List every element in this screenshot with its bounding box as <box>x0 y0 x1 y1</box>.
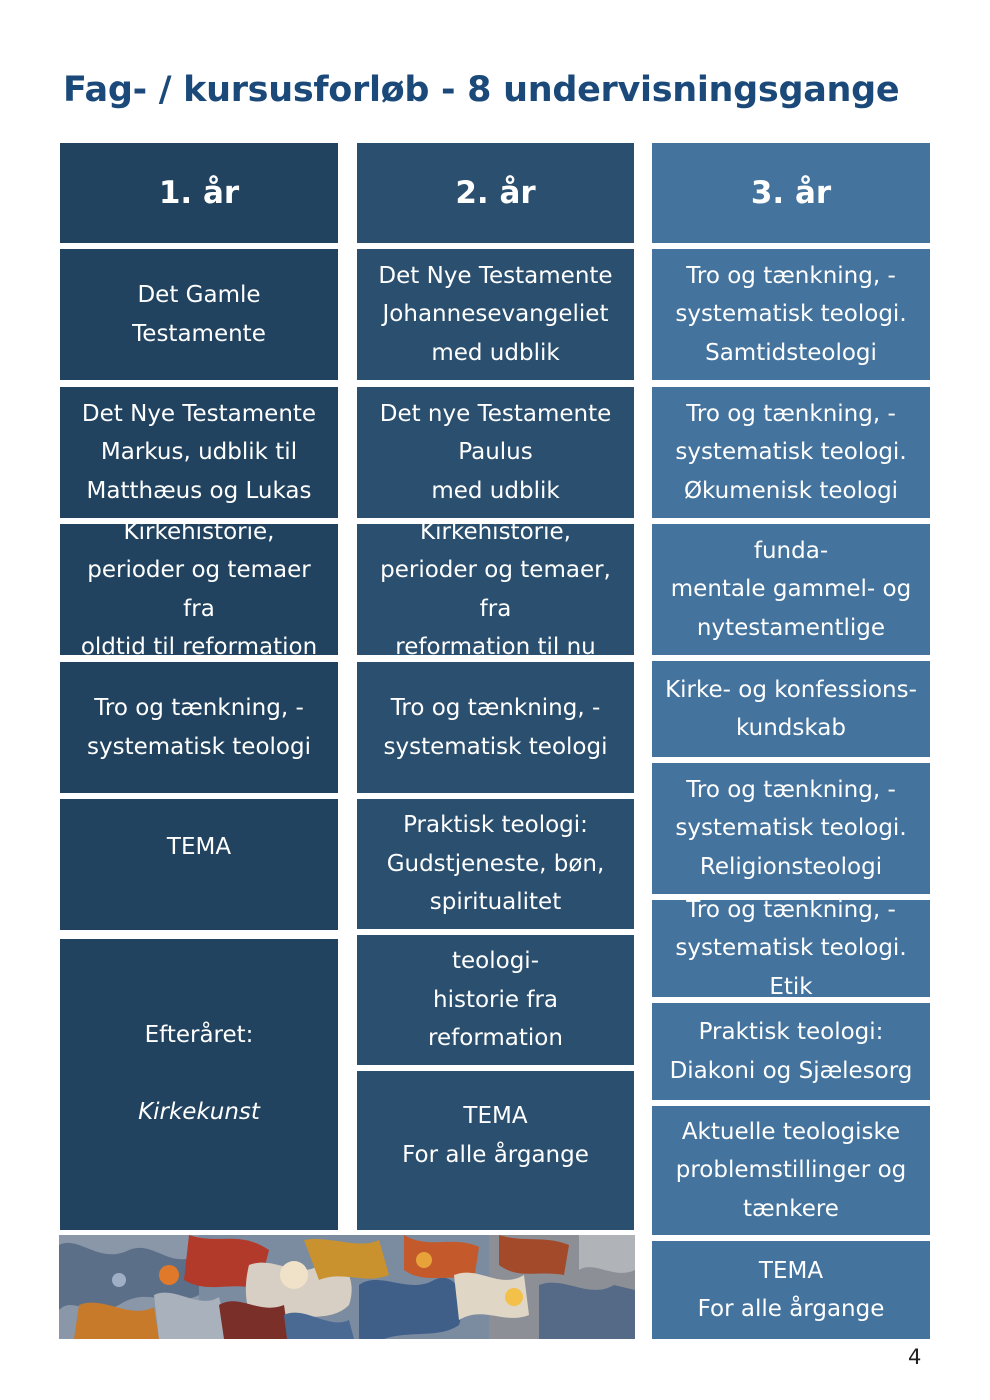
year1-course-3: Kirkehistorie, perioder og temaer fra ol… <box>60 524 338 655</box>
year2-course-5: Praktisk teologi: Gudstjeneste, bøn, spi… <box>357 799 634 929</box>
year3-course-6: Tro og tænkning, - systematisk teologi. … <box>652 900 930 997</box>
year1-course-2: Det Nye Testamente Markus, udblik til Ma… <box>60 387 338 518</box>
year2-course-4: Tro og tænkning, - systematisk teologi <box>357 662 634 793</box>
year3-course-3: Bibelsk teologi, - funda- mentale gammel… <box>652 524 930 655</box>
page-number: 4 <box>908 1345 922 1369</box>
church-art-label: Kirkekunst <box>138 1098 260 1125</box>
year1-course-1: Det Gamle Testamente <box>60 249 338 380</box>
year3-course-2: Tro og tænkning, - systematisk teologi. … <box>652 387 930 518</box>
year3-course-1: Tro og tænkning, - systematisk teologi. … <box>652 249 930 380</box>
year2-course-3: Kirkehistorie, perioder og temaer, fra r… <box>357 524 634 655</box>
year2-course-1: Det Nye Testamente Johannesevangeliet me… <box>357 249 634 380</box>
column-1-heading: 1. år <box>60 143 338 243</box>
year2-course-6: Dansk kirke- og teologi- historie fra re… <box>357 935 634 1065</box>
puzzle-pieces-image <box>59 1235 635 1339</box>
year3-course-7: Praktisk teologi: Diakoni og Sjælesorg <box>652 1003 930 1100</box>
year3-course-4: Kirke- og konfessions- kundskab <box>652 661 930 757</box>
column-2-heading: 2. år <box>357 143 634 243</box>
year2-course-2: Det nye Testamente Paulus med udblik <box>357 387 634 518</box>
year1-course-5: TEMA <box>60 799 338 930</box>
year3-course-8: Aktuelle teologiske problemstillinger og… <box>652 1106 930 1235</box>
year2-course-7: TEMA For alle årgange <box>357 1071 634 1230</box>
year1-course-6: Efteråret: Kirkekunst <box>60 939 338 1230</box>
page-title: Fag- / kursusforløb - 8 undervisningsgan… <box>63 70 900 110</box>
year1-course-4: Tro og tænkning, - systematisk teologi <box>60 662 338 793</box>
autumn-label: Efteråret: <box>144 1021 254 1048</box>
year3-course-5: Tro og tænkning, - systematisk teologi. … <box>652 763 930 894</box>
column-3-heading: 3. år <box>652 143 930 243</box>
year3-course-9: TEMA For alle årgange <box>652 1241 930 1339</box>
